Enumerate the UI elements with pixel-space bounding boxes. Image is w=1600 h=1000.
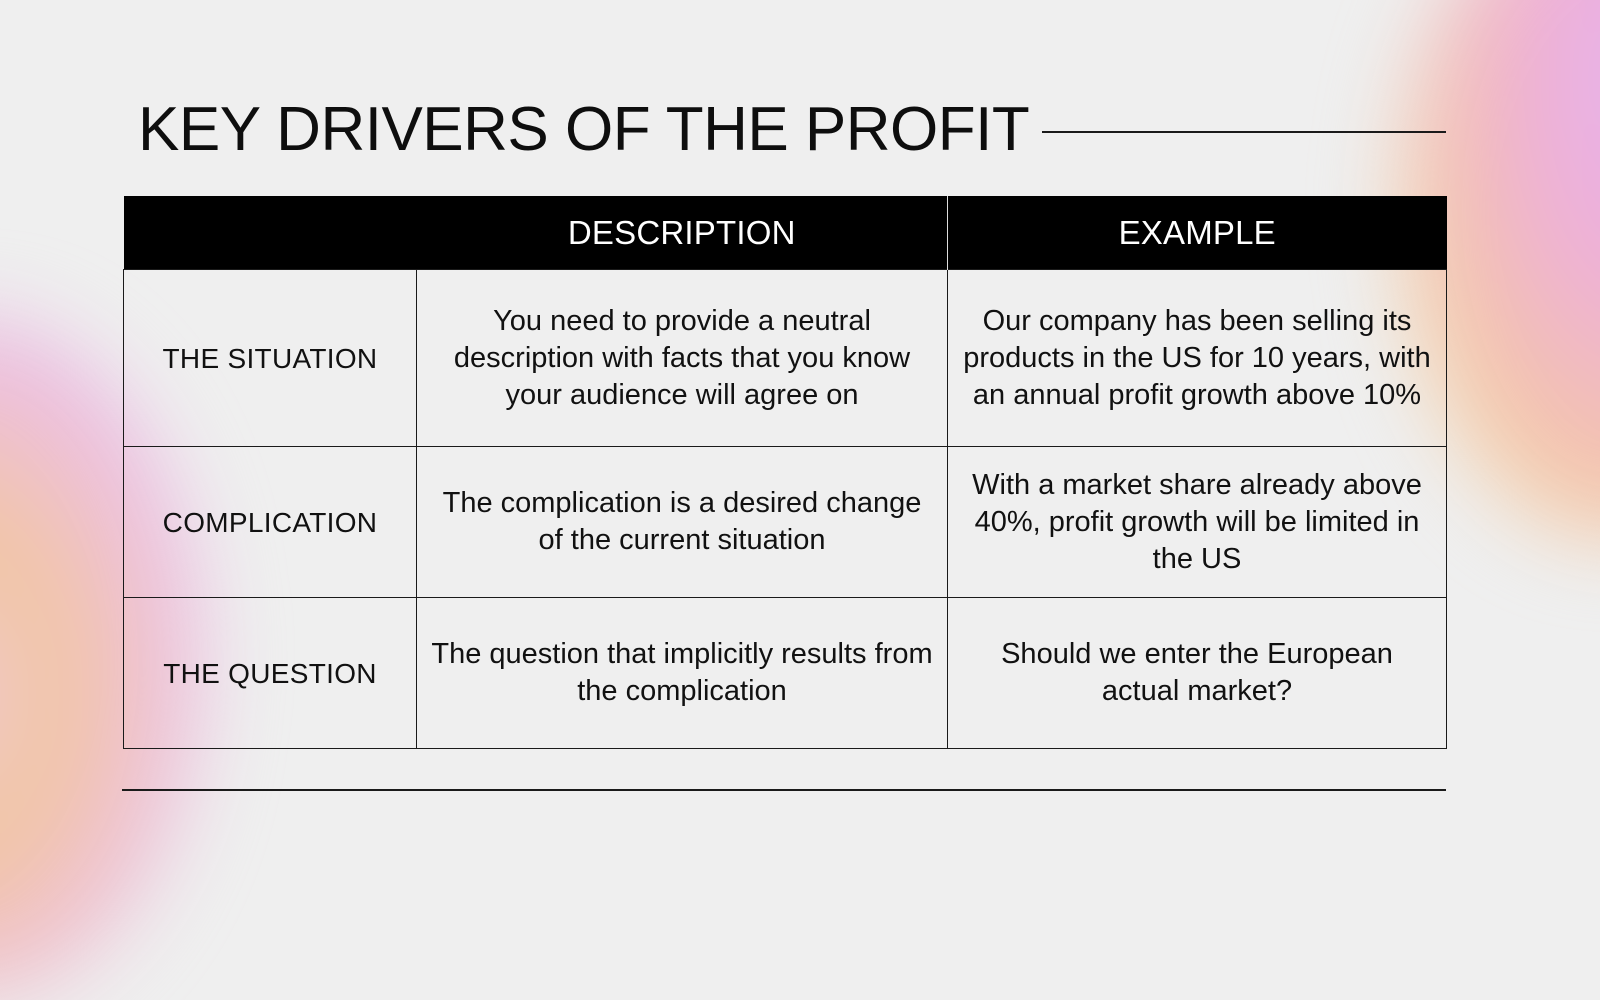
example-text: Should we enter the European actual mark… [1001, 638, 1393, 707]
footer-divider-line [122, 789, 1446, 791]
example-cell: Our company has been selling its product… [947, 269, 1447, 447]
description-text: You need to provide a neutral descriptio… [453, 304, 911, 411]
example-text: With a market share already above 40%, p… [972, 468, 1422, 575]
description-cell: You need to provide a neutral descriptio… [416, 269, 948, 447]
description-cell: The complication is a desired change of … [416, 446, 948, 598]
row-label-question: THE QUESTION [123, 597, 417, 749]
header-cell-example: EXAMPLE [947, 196, 1447, 270]
table-row: THE QUESTION The question that implicitl… [123, 597, 1447, 749]
row-label-complication: COMPLICATION [123, 446, 417, 598]
description-text: The question that implicitly results fro… [431, 638, 933, 707]
example-cell: With a market share already above 40%, p… [947, 446, 1447, 598]
table-row: COMPLICATION The complication is a desir… [123, 446, 1447, 598]
row-label-text: THE QUESTION [163, 657, 377, 689]
key-drivers-table: DESCRIPTION EXAMPLE THE SITUATION You ne… [123, 196, 1447, 749]
table-row: THE SITUATION You need to provide a neut… [123, 269, 1447, 447]
slide-title: KEY DRIVERS OF THE PROFIT [138, 95, 1030, 164]
row-label-text: COMPLICATION [162, 506, 378, 538]
header-cell-empty [123, 196, 417, 270]
example-text: Our company has been selling its product… [963, 304, 1431, 411]
example-cell: Should we enter the European actual mark… [947, 597, 1447, 749]
header-cell-description: DESCRIPTION [416, 196, 948, 270]
description-text: The complication is a desired change of … [442, 487, 922, 556]
title-divider-line [1042, 131, 1446, 133]
description-cell: The question that implicitly results fro… [416, 597, 948, 749]
row-label-text: THE SITUATION [162, 342, 378, 374]
table-header-row: DESCRIPTION EXAMPLE [123, 196, 1447, 270]
row-label-situation: THE SITUATION [123, 269, 417, 447]
